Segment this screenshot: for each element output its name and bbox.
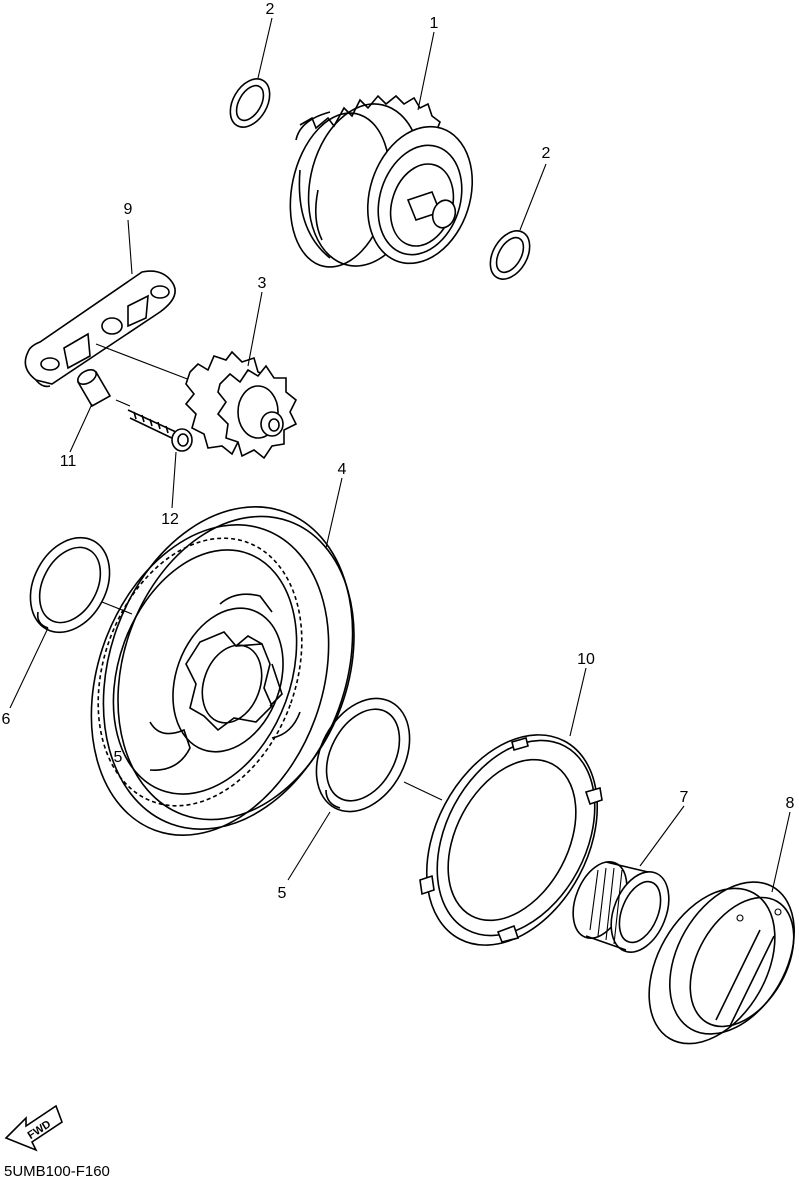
callout-9: 10	[577, 651, 595, 668]
callout-7: 7	[680, 789, 689, 806]
callout-2-right: 2	[542, 145, 551, 162]
washer-part-6	[29, 536, 133, 634]
callout-8: 8	[786, 795, 795, 812]
washer-part-2-top	[229, 78, 271, 128]
idler-gear-part-1	[289, 94, 474, 268]
diagram-code: 5UMB100-F160	[4, 1163, 110, 1180]
callout-11: 11	[60, 453, 77, 470]
washer-part-2-right	[489, 230, 531, 280]
callout-5-wheel: 5	[114, 749, 123, 766]
plate-part-10	[24, 270, 191, 388]
needle-bearing-part-7	[572, 861, 670, 953]
fwd-arrow-icon: FWD	[4, 1104, 63, 1152]
callout-4: 4	[338, 461, 347, 478]
callout-12: 12	[161, 511, 179, 528]
double-gear-part-3	[184, 350, 298, 460]
dowel-pin-part-11	[76, 368, 112, 408]
washer-part-5	[315, 697, 443, 813]
starter-wheel-gear-part-4	[90, 506, 355, 836]
callout-3: 3	[258, 275, 267, 292]
clutch-housing-part-8	[648, 881, 795, 1045]
callout-1: 1	[430, 15, 439, 32]
callout-5-washer: 5	[278, 885, 287, 902]
callout-2-top: 2	[266, 1, 275, 18]
plate-part-9	[419, 734, 603, 946]
callout-10: 9	[124, 201, 133, 218]
bolt-part-12	[115, 399, 193, 452]
callout-6: 6	[2, 711, 11, 728]
callout-labels: 2 1 2 9 3 11 12 4 10 6 5 7 8 5	[2, 1, 795, 902]
leader-lines	[9, 17, 791, 893]
